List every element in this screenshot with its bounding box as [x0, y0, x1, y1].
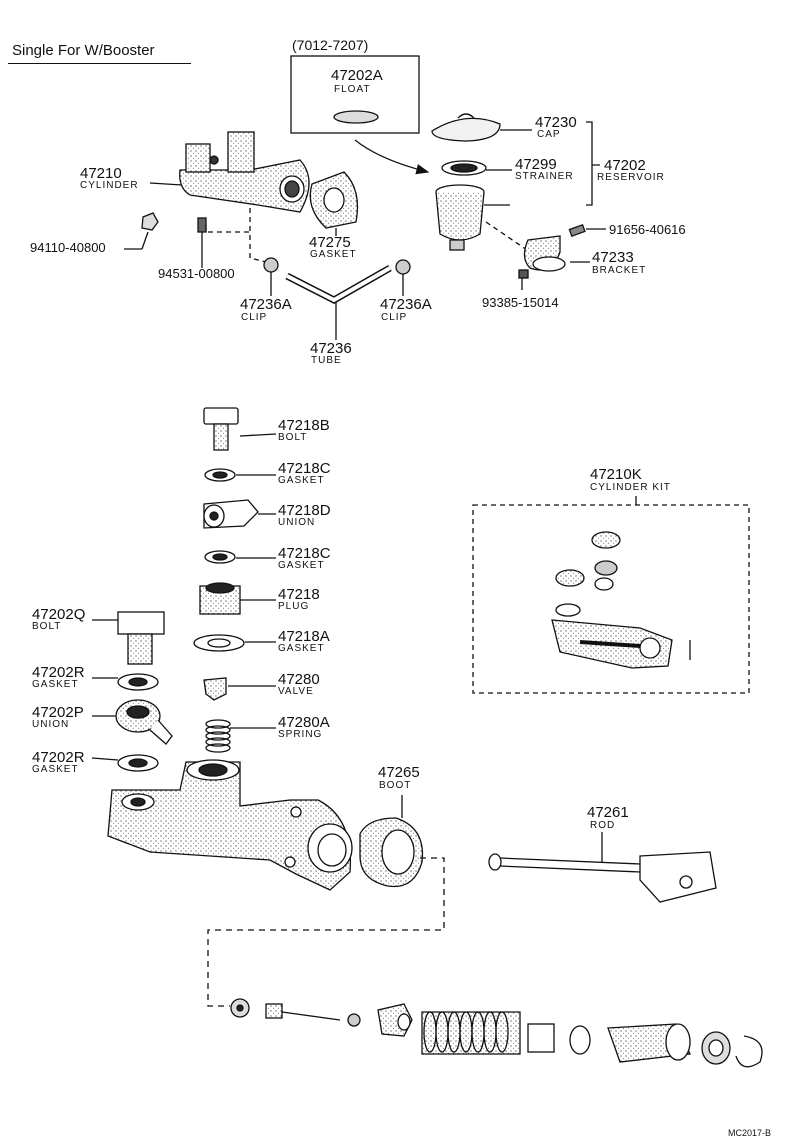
union-47202p-number: 47202P: [32, 704, 84, 721]
gasket-47202r2-part: [91, 754, 159, 772]
gasket-47202r1-part: [92, 673, 159, 691]
union-47218d-part: [203, 499, 276, 529]
screw-94531-part: [197, 217, 207, 268]
gasket-47218a-part: [193, 634, 276, 652]
title-underline: [8, 63, 191, 64]
reservoir-name: RESERVOIR: [597, 172, 665, 183]
plug-47218-part: [199, 582, 276, 615]
union-47218d-name: UNION: [278, 517, 316, 528]
union-47202p-name: UNION: [32, 719, 70, 730]
bolt-93385-part: [518, 269, 529, 290]
nut-number: 94110-40800: [30, 240, 106, 255]
cylinder-kit-name: CYLINDER KIT: [590, 482, 671, 493]
cap-name: CAP: [537, 129, 561, 140]
float-part: [333, 110, 379, 124]
cylinder-name: CYLINDER: [80, 180, 139, 191]
valve-47280-part: [203, 677, 276, 701]
float-number: 47202A: [331, 67, 383, 84]
cylinder-kit-parts: [551, 531, 691, 669]
bolt-47202q-name: BOLT: [32, 621, 62, 632]
gasket-47275-name: GASKET: [310, 249, 357, 260]
cylinder-number: 47210: [80, 165, 122, 182]
figure-code: MC2017-B: [728, 1128, 772, 1138]
gasket-47218a-number: 47218A: [278, 628, 330, 645]
spring-47280a-part: [205, 719, 276, 753]
gasket-47218c2-part: [204, 550, 276, 564]
reservoir-number: 47202: [604, 157, 646, 174]
boot-47265-part: [359, 795, 424, 888]
boot-number: 47265: [378, 764, 420, 781]
float-arrow: [354, 139, 430, 175]
union-47202p-part: [92, 699, 173, 745]
strainer-number: 47299: [515, 156, 557, 173]
date-range: (7012-7207): [292, 37, 369, 53]
gasket-47275-part: [309, 171, 359, 236]
screw-91656-part: [568, 223, 606, 237]
plug-name: PLUG: [278, 601, 310, 612]
strainer-name: STRAINER: [515, 171, 574, 182]
nut-part: [124, 212, 159, 250]
tube-name: TUBE: [311, 355, 342, 366]
cap-part: [431, 113, 532, 142]
plug-number: 47218: [278, 586, 320, 603]
clip-left-name: CLIP: [241, 312, 268, 323]
gasket-47218c2-name: GASKET: [278, 560, 325, 571]
gasket-47218c1-number: 47218C: [278, 460, 331, 477]
strainer-part: [441, 160, 512, 176]
spring-name: SPRING: [278, 729, 323, 740]
diagram-title: Single For W/Booster: [12, 42, 155, 59]
gasket-47202r1-number: 47202R: [32, 664, 85, 681]
clip-left-number: 47236A: [240, 296, 292, 313]
date-range-box: [290, 55, 420, 134]
valve-name: VALVE: [278, 686, 314, 697]
clip-right-number: 47236A: [380, 296, 432, 313]
bracket-part: [523, 235, 590, 272]
screw-number: 94531-00800: [158, 266, 235, 281]
bolt-47218b-part: [203, 407, 277, 451]
reservoir-part: [435, 184, 510, 251]
gasket-47275-number: 47275: [309, 234, 351, 251]
cylinder-kit-number: 47210K: [590, 466, 642, 483]
gasket-47218a-name: GASKET: [278, 643, 325, 654]
spring-number: 47280A: [278, 714, 330, 731]
gasket-47218c2-number: 47218C: [278, 545, 331, 562]
gasket-47218c1-part: [204, 468, 276, 482]
valve-number: 47280: [278, 671, 320, 688]
rod-name: ROD: [590, 820, 616, 831]
gasket-47202r2-name: GASKET: [32, 764, 79, 775]
clip-right-part: [395, 259, 411, 296]
tube-part: [285, 264, 392, 340]
rod-number: 47261: [587, 804, 629, 821]
boot-name: BOOT: [379, 780, 412, 791]
tube-number: 47236: [310, 340, 352, 357]
bolt-93385-number: 93385-15014: [482, 295, 559, 310]
gasket-47202r1-name: GASKET: [32, 679, 79, 690]
rod-47261-part: [488, 832, 717, 903]
cylinder-47210-part: [149, 131, 310, 213]
clip-right-name: CLIP: [381, 312, 408, 323]
float-name: FLOAT: [334, 84, 371, 95]
bracket-number: 47233: [592, 249, 634, 266]
bolt-47202q-part: [92, 611, 165, 665]
clip-left-part: [263, 257, 279, 296]
bolt-47218b-name: BOLT: [278, 432, 308, 443]
cylinder-kit-box: [472, 504, 750, 694]
union-47218d-number: 47218D: [278, 502, 331, 519]
cap-number: 47230: [535, 114, 577, 131]
gasket-47202r2-number: 47202R: [32, 749, 85, 766]
gasket-47218c1-name: GASKET: [278, 475, 325, 486]
internal-parts-row: [230, 998, 763, 1068]
screw-91656-number: 91656-40616: [609, 222, 686, 237]
master-cylinder-body: [107, 759, 353, 891]
bracket-name: BRACKET: [592, 265, 647, 276]
bolt-47218b-number: 47218B: [278, 417, 330, 434]
bolt-47202q-number: 47202Q: [32, 606, 86, 623]
